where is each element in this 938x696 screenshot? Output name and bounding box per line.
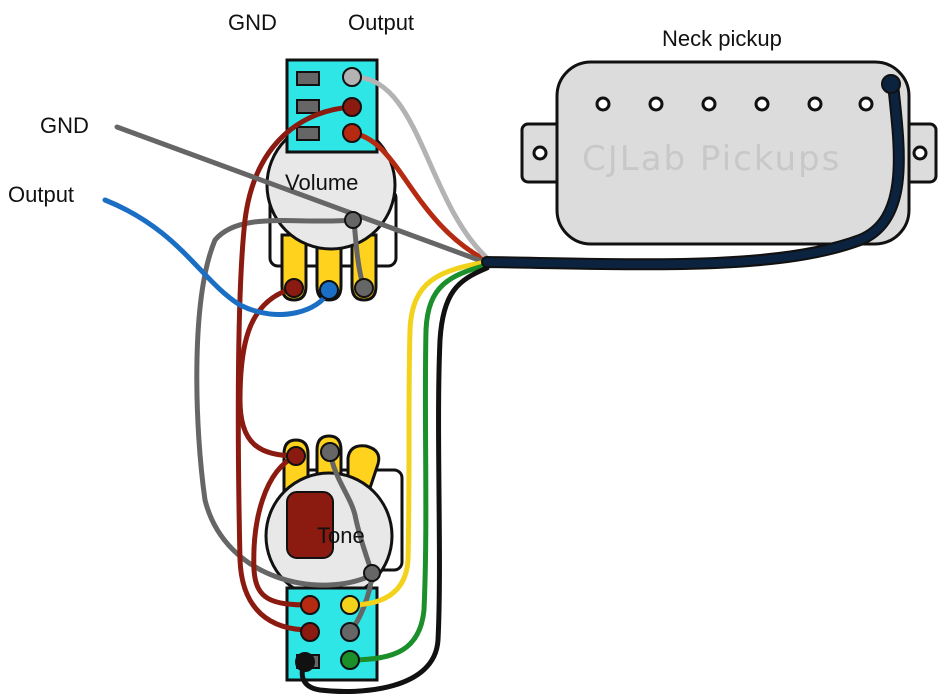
pole-piece [595, 96, 611, 112]
yellow-wire [347, 259, 490, 608]
bottom-terminal-red-dot [300, 622, 320, 642]
grey-ground-loop-wire [194, 217, 375, 588]
output-left-label: Output [8, 182, 74, 207]
volume-label: Volume [285, 170, 358, 195]
tone-capacitor [286, 491, 334, 559]
bottom-terminal-grey-dot [340, 622, 360, 642]
blue-output-wire [102, 197, 331, 317]
pickup-cable-end-dot [881, 74, 901, 94]
dark-red-short-loop-wire [237, 285, 298, 459]
pickup-mount-hole-right [912, 145, 928, 161]
volume-lug2-dot [319, 280, 339, 300]
pickup-mount-hole-left [532, 145, 548, 161]
red-hot-wire [349, 130, 490, 264]
gnd-left-label: GND [40, 113, 89, 138]
top-terminal-slot [296, 99, 320, 114]
pole-piece [648, 96, 664, 112]
tone-label: Tone [317, 523, 365, 548]
green-wire [347, 262, 490, 663]
pickup-cable [483, 80, 903, 269]
black-wire [299, 265, 490, 694]
neck-pickup: CJLab Pickups [520, 60, 938, 246]
pole-piece [858, 96, 874, 112]
tone-lug1-dot [286, 446, 306, 466]
top-terminal-slot [296, 71, 320, 86]
dark-red-lower-loop-wire [251, 453, 313, 608]
tone-lug2-dot [320, 442, 340, 462]
volume-lug1-dot [284, 278, 304, 298]
pole-piece [701, 96, 717, 112]
neck-pickup-label: Neck pickup [662, 26, 782, 51]
volume-ground-dot [344, 211, 362, 229]
bottom-terminal-yellow-dot [340, 595, 360, 615]
pole-piece [754, 96, 770, 112]
dark-red-long-loop-wire [235, 104, 355, 633]
bottom-terminal-black-dot [295, 652, 315, 672]
top-terminal-slot [296, 126, 320, 141]
grey-gnd-wire [114, 124, 490, 266]
top-terminal-red-dot [342, 123, 362, 143]
volume-lug3-dot [354, 278, 374, 298]
light-grey-wire [349, 74, 490, 261]
gnd-top-label: GND [228, 10, 277, 35]
top-terminal-grey-dot [342, 67, 362, 87]
brand-label: CJLab Pickups [582, 139, 841, 179]
tone-grey-wire [327, 449, 375, 576]
bottom-terminal-red-dot [300, 595, 320, 615]
bottom-terminal-green-dot [340, 650, 360, 670]
top-terminal-red-dot [342, 97, 362, 117]
pole-piece [807, 96, 823, 112]
output-top-label: Output [348, 10, 414, 35]
tone-ground-dot [363, 564, 381, 582]
